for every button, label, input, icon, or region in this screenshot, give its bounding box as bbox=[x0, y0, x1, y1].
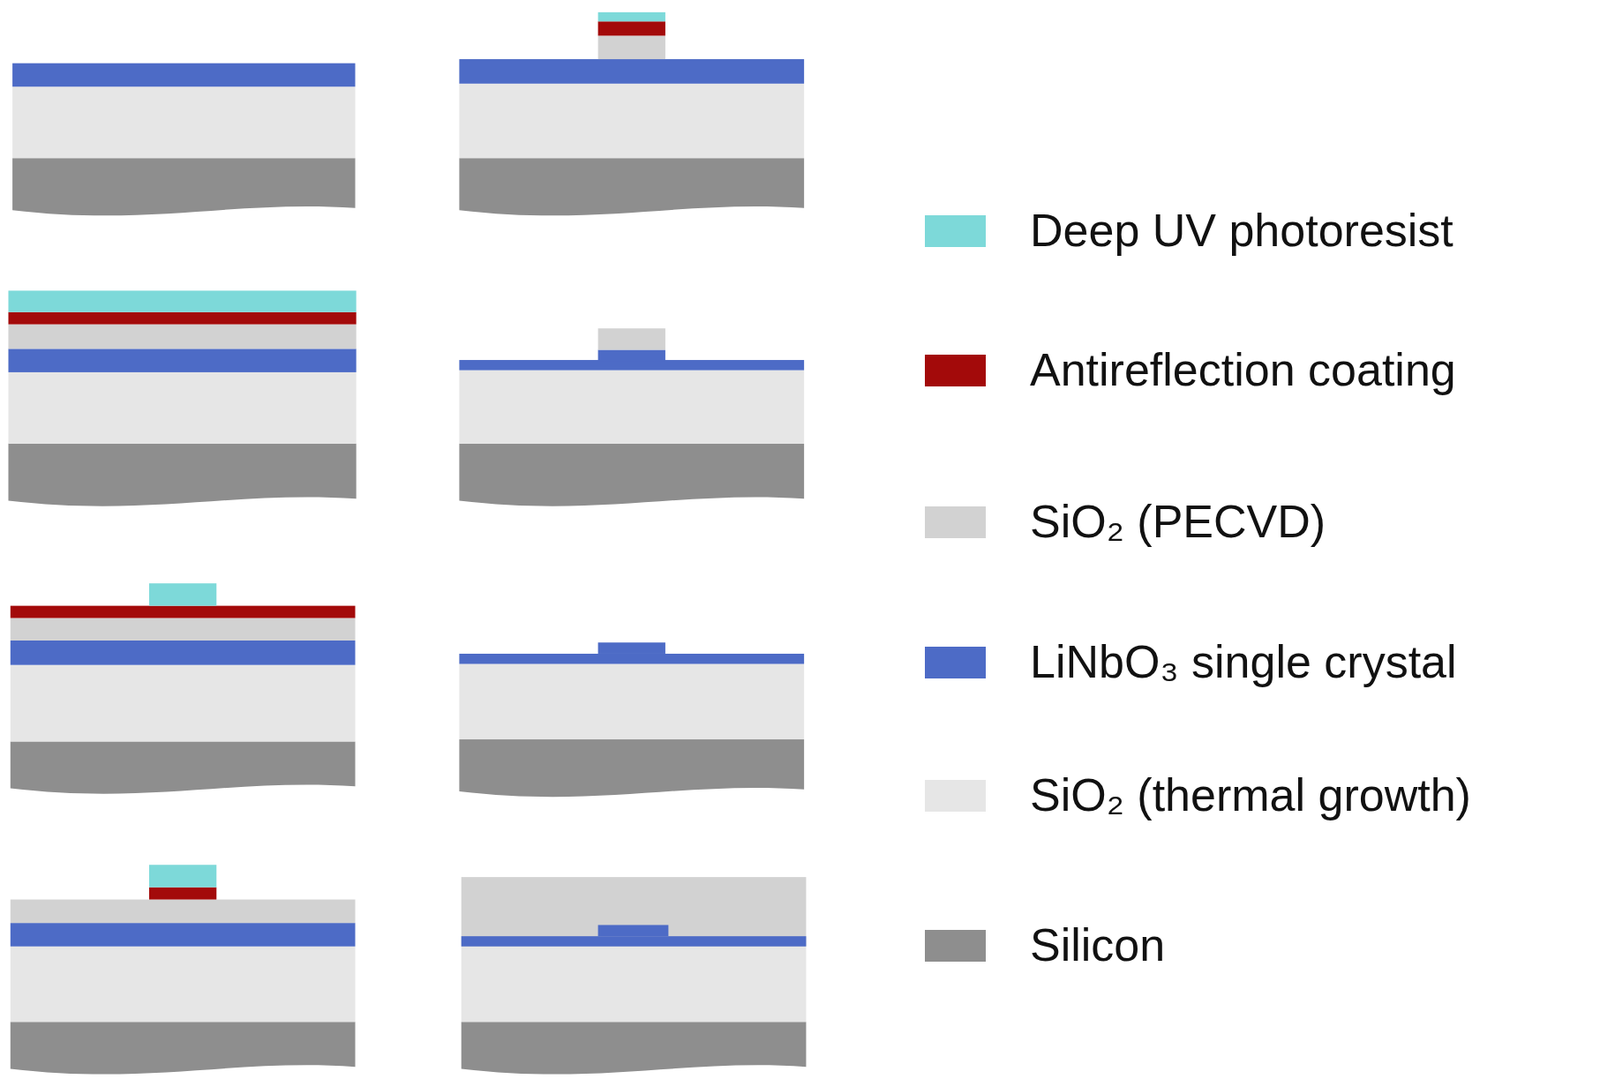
layer bbox=[10, 946, 356, 1023]
legend-label: LiNbO₃ single crystal bbox=[1029, 637, 1458, 688]
layer bbox=[149, 583, 217, 606]
silicon-substrate bbox=[10, 741, 356, 794]
legend-swatch bbox=[924, 780, 986, 812]
layer bbox=[10, 606, 356, 619]
layer bbox=[7, 324, 356, 350]
layer bbox=[10, 665, 356, 743]
layer bbox=[598, 35, 666, 60]
layer bbox=[458, 83, 804, 158]
layer bbox=[458, 370, 804, 444]
layer bbox=[598, 642, 666, 654]
layer bbox=[598, 12, 666, 22]
layer bbox=[149, 864, 217, 887]
silicon-substrate bbox=[458, 157, 804, 216]
layer bbox=[458, 664, 804, 741]
legend-label: SiO₂ (PECVD) bbox=[1029, 496, 1326, 548]
layer bbox=[12, 63, 355, 88]
silicon-substrate bbox=[10, 1021, 356, 1075]
layer bbox=[7, 348, 356, 373]
legend-entry: Silicon bbox=[924, 920, 1165, 971]
layer bbox=[10, 640, 356, 666]
legend-label: Antireflection coating bbox=[1029, 345, 1457, 396]
legend-label: Deep UV photoresist bbox=[1029, 205, 1454, 256]
layer bbox=[7, 290, 356, 312]
legend-swatch bbox=[924, 646, 986, 679]
legend-entry: Deep UV photoresist bbox=[924, 205, 1454, 256]
layer bbox=[149, 887, 217, 901]
legend-label: SiO₂ (thermal growth) bbox=[1029, 770, 1472, 821]
legend-entry: SiO₂ (PECVD) bbox=[924, 496, 1326, 548]
layer bbox=[598, 21, 666, 36]
legend-label: Silicon bbox=[1029, 920, 1165, 971]
layer bbox=[598, 349, 666, 361]
layer bbox=[10, 923, 356, 947]
layer bbox=[12, 86, 355, 158]
legend-swatch bbox=[924, 506, 986, 539]
legend-swatch bbox=[924, 930, 986, 962]
silicon-substrate bbox=[458, 739, 804, 797]
silicon-substrate bbox=[458, 443, 804, 507]
layer bbox=[461, 946, 807, 1023]
layer bbox=[598, 924, 669, 937]
layer bbox=[598, 328, 666, 350]
layer bbox=[7, 312, 356, 325]
legend-entry: LiNbO₃ single crystal bbox=[924, 637, 1458, 688]
layer bbox=[461, 877, 807, 947]
layer bbox=[458, 59, 804, 84]
legend-entry: SiO₂ (thermal growth) bbox=[924, 770, 1472, 821]
layer bbox=[7, 372, 356, 444]
legend-entry: Antireflection coating bbox=[924, 345, 1457, 396]
silicon-substrate bbox=[461, 1021, 807, 1075]
layer bbox=[458, 360, 804, 371]
silicon-substrate bbox=[12, 157, 355, 216]
layer bbox=[458, 653, 804, 665]
layer bbox=[10, 900, 356, 924]
silicon-substrate bbox=[7, 443, 356, 507]
layer bbox=[10, 618, 356, 641]
legend-swatch bbox=[924, 354, 986, 387]
layer bbox=[461, 936, 807, 947]
legend-swatch bbox=[924, 215, 986, 248]
